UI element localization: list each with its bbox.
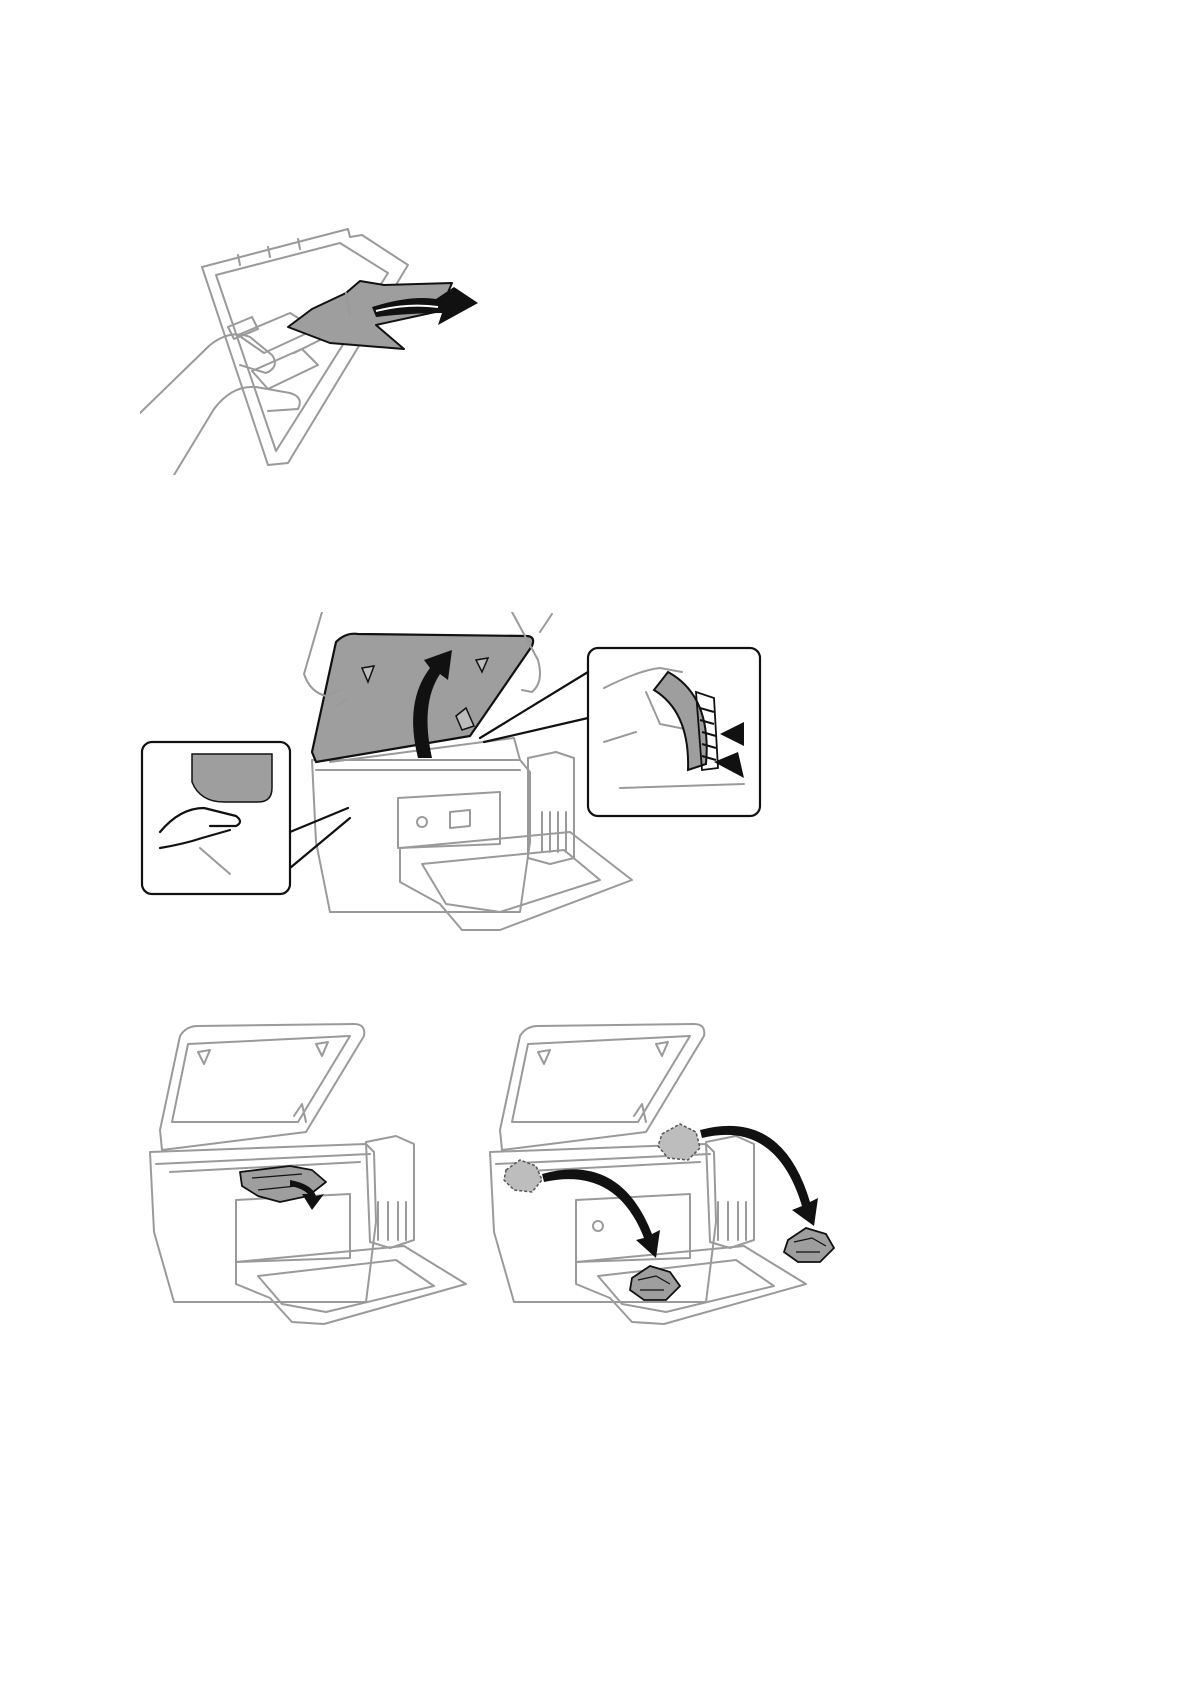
figure-open-scanner-unit [140, 612, 840, 942]
figure-remove-jammed-paper-inside [140, 1022, 480, 1327]
paper-jam-removal-icon [140, 1022, 480, 1327]
lift-scanner-unit-icon [140, 612, 840, 942]
figure-remove-torn-paper-pieces [470, 1022, 850, 1327]
paper-scraps-removal-icon [470, 1022, 850, 1327]
hand-pulling-paper-icon [140, 225, 520, 475]
figure-remove-paper-rear-feeder [140, 225, 520, 475]
